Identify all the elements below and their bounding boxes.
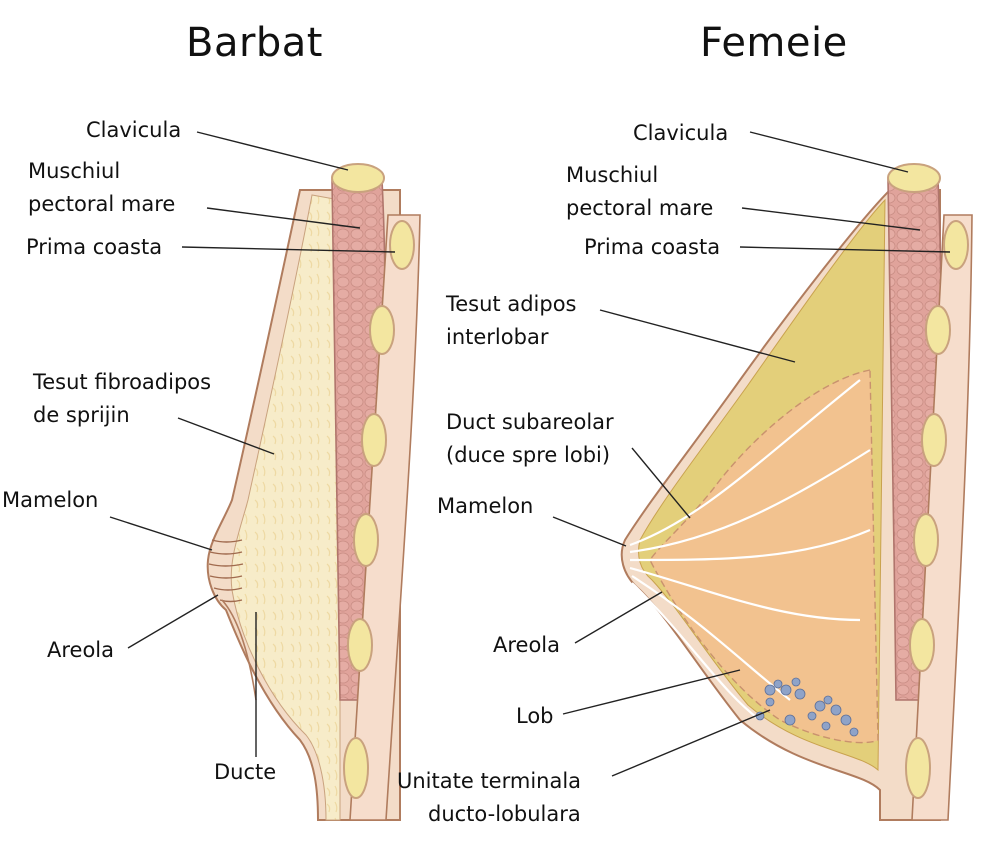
label-male-muschiul-line1: Muschiul (28, 159, 121, 183)
label-female-adipos-line1: Tesut adipos (446, 292, 577, 316)
male-ducts (221, 599, 257, 701)
label-female-duct-line1: Duct subareolar (446, 410, 614, 434)
label-female-muschiul-line1: Muschiul (566, 163, 659, 187)
label-male-tesut-line1: Tesut fibroadipos (33, 370, 212, 394)
label-female-adipos-line2: interlobar (446, 325, 549, 349)
label-female-clavicula: Clavicula (633, 121, 729, 145)
male-breast-section (206, 163, 421, 821)
male-ribs (343, 220, 415, 799)
label-male-prima-coasta: Prima coasta (26, 235, 163, 259)
label-male-ducte: Ducte (214, 760, 277, 784)
male-clavicle (331, 163, 385, 193)
male-chest-wall (349, 214, 421, 821)
label-male-areola: Areola (47, 638, 115, 662)
title-female: Femeie (700, 20, 848, 66)
title-male: Barbat (186, 20, 323, 66)
label-female-mamelon: Mamelon (437, 494, 534, 518)
label-male-muschiul-line2: pectoral mare (28, 192, 176, 216)
label-male-clavicula: Clavicula (86, 118, 182, 142)
label-female-areola: Areola (493, 633, 561, 657)
female-lobules (755, 677, 859, 737)
label-male-mamelon: Mamelon (2, 488, 99, 512)
leader-lines (109, 131, 951, 777)
label-female-muschiul-line2: pectoral mare (566, 196, 714, 220)
label-female-unitate-line1: Unitate terminala (397, 769, 582, 793)
label-female-prima-coasta: Prima coasta (584, 235, 721, 259)
female-breast-section (620, 163, 973, 821)
female-clavicle (887, 163, 941, 193)
label-female-lob: Lob (516, 704, 554, 728)
female-ribs (905, 220, 969, 799)
label-male-tesut-line2: de sprijin (33, 403, 130, 427)
label-female-unitate-line2: ducto-lobulara (428, 802, 581, 826)
label-female-duct-line2: (duce spre lobi) (446, 443, 611, 467)
